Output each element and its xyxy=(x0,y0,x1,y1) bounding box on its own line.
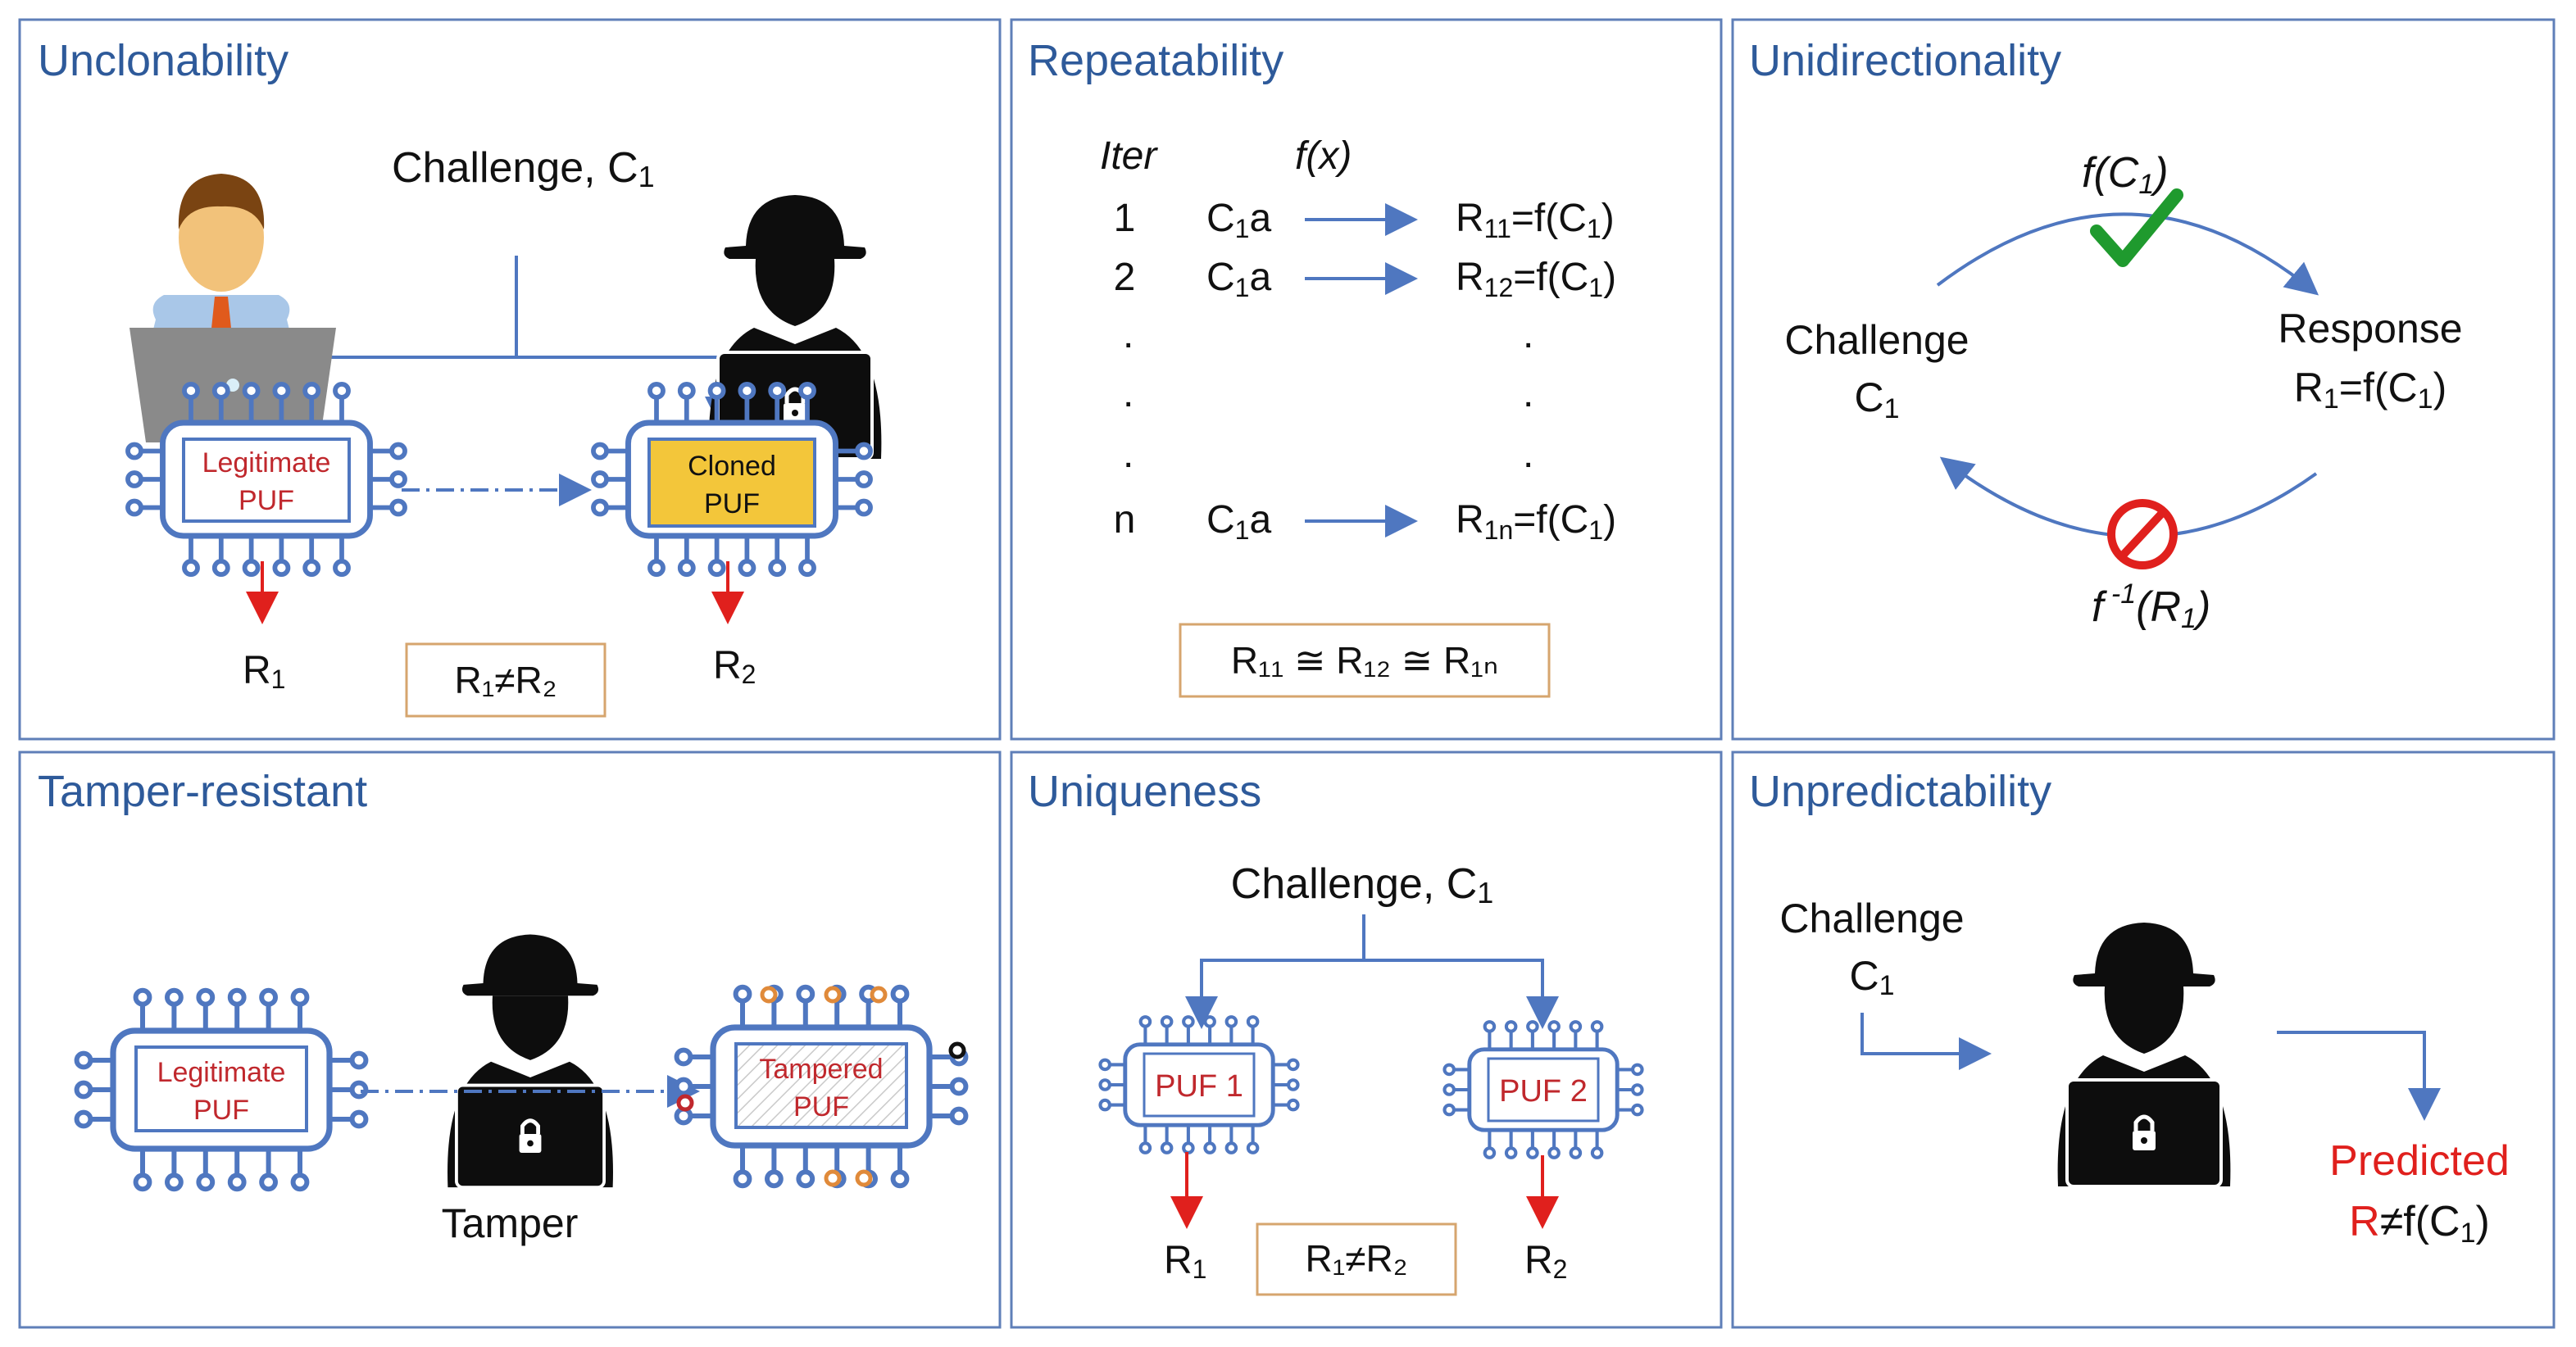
row-output: R1n=f(C1) xyxy=(1456,498,1616,545)
puf1-label: PUF 1 xyxy=(1155,1069,1243,1104)
unclonability-content: Challenge, C1 Legitimate PUF Cloned PUF xyxy=(128,144,882,718)
row-iter: 2 xyxy=(1114,256,1136,299)
svg-text:.: . xyxy=(1523,372,1533,415)
unclonability-challenge-label: Challenge, C1 xyxy=(392,144,655,193)
panel-unpredictability xyxy=(1731,751,2556,1329)
repeatability-content: Iter f(x) 1 C1a R11=f(C1) 2 C1a R12=f(C1… xyxy=(1100,134,1616,698)
r1-neq-r2-box xyxy=(405,642,607,718)
row-input: C1a xyxy=(1206,498,1271,545)
response-label: Response xyxy=(2278,306,2462,351)
svg-text:.: . xyxy=(1123,313,1134,356)
svg-text:.: . xyxy=(1123,433,1134,476)
fx-header: f(x) xyxy=(1295,134,1352,178)
predicted-formula: R≠f(C1) xyxy=(2349,1198,2490,1249)
row-iter: 1 xyxy=(1114,197,1136,240)
challenge-label: Challenge xyxy=(1784,317,1969,363)
title-unpredictability: Unpredictability xyxy=(1749,767,2051,816)
puf2-label: PUF 2 xyxy=(1499,1074,1588,1109)
uniqueness-split-line-2 xyxy=(1364,959,1559,1029)
challenge-c1: C1 xyxy=(1854,374,1899,424)
tampered-puf-label-2: PUF xyxy=(793,1091,849,1122)
svg-text:.: . xyxy=(1523,433,1533,476)
uniqueness-r1: R1 xyxy=(1164,1239,1206,1284)
repeatability-summary-box xyxy=(1179,623,1551,698)
uniqueness-challenge-label: Challenge, C1 xyxy=(1231,860,1494,909)
unidirectionality-content: f(C1) Challenge C1 Response R1=f(C1) f -… xyxy=(1784,149,2462,634)
panel-uniqueness xyxy=(1010,751,1723,1329)
r2-label: R2 xyxy=(713,644,756,689)
unpredict-challenge-c1: C1 xyxy=(1849,953,1894,1001)
r1-neq-r2-text: R₁≠R₂ xyxy=(454,659,557,701)
row-input: C1a xyxy=(1206,256,1271,302)
title-uniqueness: Uniqueness xyxy=(1028,767,1261,816)
row-output: R12=f(C1) xyxy=(1456,256,1616,302)
repeat-row-1: 1 C1a R11=f(C1) xyxy=(1114,197,1615,243)
title-unclonability: Unclonability xyxy=(38,36,288,85)
predicted-label: Predicted xyxy=(2329,1137,2510,1185)
prohibited-icon xyxy=(2107,499,2178,569)
title-repeatability: Repeatability xyxy=(1028,36,1283,85)
cloned-puf-label-2: PUF xyxy=(704,488,760,519)
unpredict-input-arrow xyxy=(1860,1013,1992,1070)
unpredict-output-arrow xyxy=(2277,1031,2441,1121)
repeat-row-2: 2 C1a R12=f(C1) xyxy=(1114,256,1616,302)
title-unidirectionality: Unidirectionality xyxy=(1749,36,2061,85)
panel-unidirectionality xyxy=(1731,18,2556,741)
legitimate-user-icon xyxy=(129,174,336,442)
r1-label: R1 xyxy=(243,649,285,694)
tampered-puf-label: Tampered xyxy=(759,1054,883,1085)
check-icon xyxy=(2090,188,2183,267)
unpredictability-content: Challenge C1 Predicted R≠f(C1) xyxy=(1779,896,2509,1249)
attacker-icon xyxy=(709,195,882,459)
title-tamper-resistant: Tamper-resistant xyxy=(38,767,367,816)
panel-tamper-resistant xyxy=(18,751,1002,1329)
uniqueness-box-text: R₁≠R₂ xyxy=(1305,1237,1407,1280)
panel-repeatability xyxy=(1010,18,1723,741)
svg-text:.: . xyxy=(1523,313,1533,356)
legitimate-puf-label: Legitimate xyxy=(202,447,331,478)
uniqueness-box xyxy=(1256,1222,1457,1296)
predictor-attacker-icon xyxy=(2058,923,2231,1186)
panel-unclonability xyxy=(18,18,1002,741)
tamper-legitimate-label: Legitimate xyxy=(157,1057,286,1088)
tampered-pins xyxy=(676,986,966,1187)
forward-arc xyxy=(1936,212,2319,296)
response-formula: R1=f(C1) xyxy=(2294,365,2447,415)
cloned-puf-label: Cloned xyxy=(688,451,776,482)
svg-text:.: . xyxy=(1123,372,1134,415)
repeat-row-n: n C1a R1n=f(C1) xyxy=(1114,498,1616,545)
ellipsis-dots: . . . . . . xyxy=(1123,313,1533,476)
unpredict-challenge-label: Challenge xyxy=(1779,896,1964,941)
uniqueness-split-line xyxy=(1185,914,1365,1029)
tamper-content: Legitimate PUF Tampered PUF Tamper xyxy=(77,935,966,1246)
uniqueness-r2: R2 xyxy=(1524,1239,1567,1284)
tamper-attacker-icon xyxy=(448,935,613,1188)
row-iter: n xyxy=(1114,498,1136,542)
uniqueness-content: Challenge, C1 PUF 1 PUF 2 R1 R2 R₁≠R₂ xyxy=(1100,860,1642,1296)
inverse-function-label: f -1(R1) xyxy=(2092,578,2210,634)
legitimate-puf-label-2: PUF xyxy=(239,485,294,516)
iter-header: Iter xyxy=(1100,134,1158,178)
row-output: R11=f(C1) xyxy=(1456,197,1615,243)
tamper-legitimate-label-2: PUF xyxy=(193,1095,249,1126)
tamper-label: Tamper xyxy=(442,1200,579,1246)
forward-function-label: f(C1) xyxy=(2082,149,2169,200)
repeatability-summary-text: R₁₁ ≅ R₁₂ ≅ R₁ₙ xyxy=(1231,639,1498,682)
row-input: C1a xyxy=(1206,197,1271,243)
